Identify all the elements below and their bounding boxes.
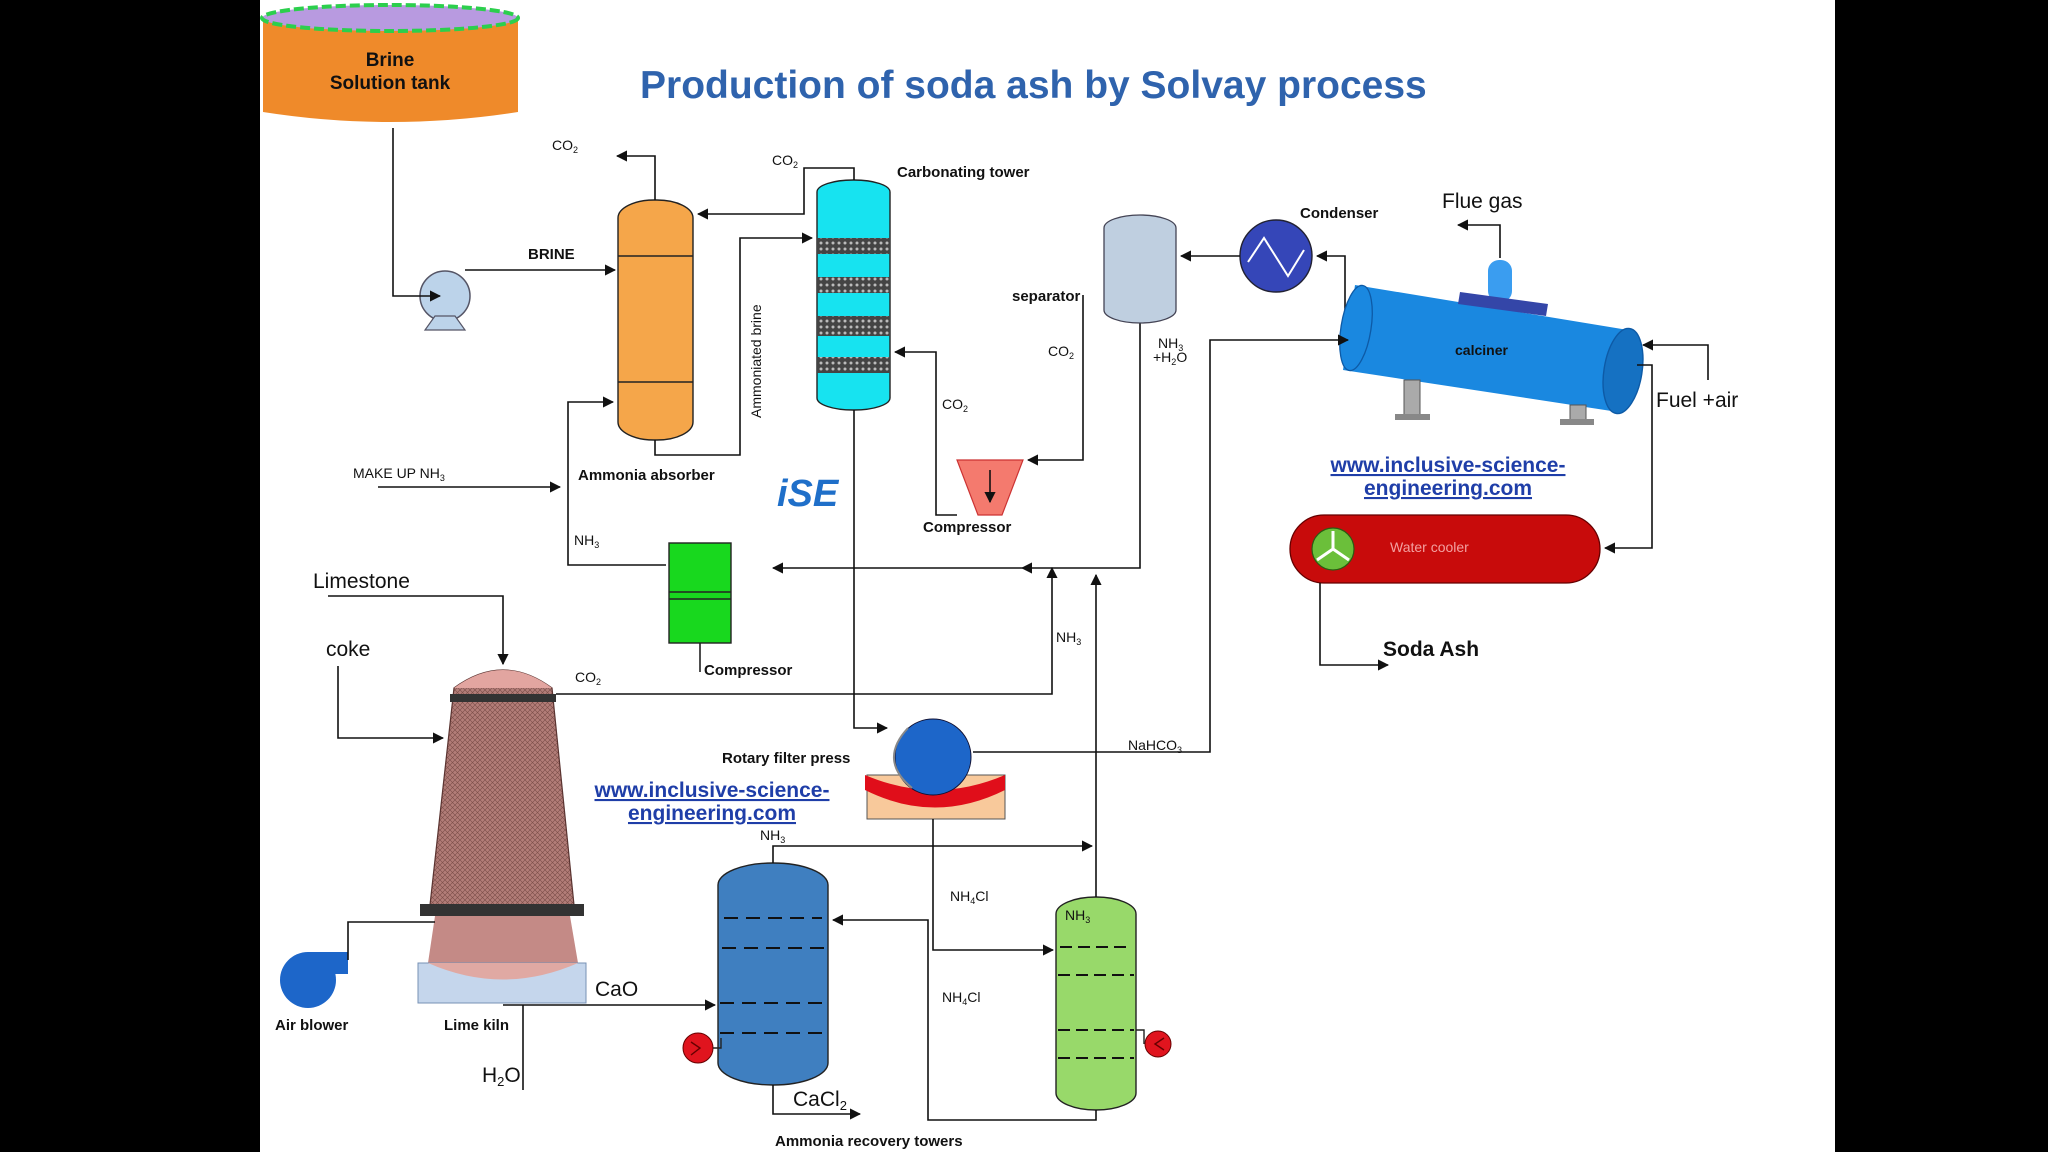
flow-flue-gas — [1456, 219, 1501, 258]
flow-left-tower-nh3 — [772, 840, 1094, 863]
calciner — [1339, 260, 1644, 425]
condenser-label: Condenser — [1300, 205, 1379, 222]
website-link-middle-line1: www.inclusive-science- — [594, 779, 830, 802]
cacl2-label: CaCl2 — [793, 1088, 847, 1113]
flow-tank-to-pump — [392, 128, 442, 302]
h2o-label: H2O — [482, 1064, 521, 1089]
nh3-label-right-tower: NH3 — [1065, 907, 1090, 925]
flow-absorber-co2-vent — [615, 150, 656, 200]
website-link-right-line2: engineering.com — [1364, 477, 1532, 500]
flow-limestone — [328, 595, 509, 666]
website-link-middle-line2: engineering.com — [628, 802, 796, 825]
compressor-green-label: Compressor — [704, 662, 793, 679]
co2-label-kiln: CO2 — [575, 669, 601, 687]
nh3-label-left-tower: NH3 — [760, 827, 785, 845]
flow-kiln-co2 — [556, 566, 1058, 695]
flow-nh4cl-to-right-tower — [932, 819, 1055, 956]
compressor-red — [956, 459, 1024, 516]
rotary-filter-press — [865, 718, 1006, 820]
nahco3-label: NaHCO3 — [1128, 737, 1182, 755]
nh3-label-riser: NH3 — [1056, 629, 1081, 647]
ammonia-recovery-tower-right — [1055, 896, 1172, 1111]
brine-solution-tank: Brine Solution tank — [260, 3, 520, 122]
nh3-h2o-label-line1: NH3 — [1158, 335, 1183, 353]
brine-stream-label: BRINE — [528, 246, 575, 263]
flow-nh3-return-line — [1020, 215, 1141, 574]
carbonating-tower-label: Carbonating tower — [897, 164, 1030, 181]
calciner-label: calciner — [1455, 342, 1508, 358]
cao-label: CaO — [595, 978, 638, 1001]
rotary-filter-press-label: Rotary filter press — [722, 750, 850, 767]
compressor-green — [668, 542, 732, 672]
nh4cl-label-upper: NH4Cl — [950, 888, 988, 906]
ammonia-recovery-towers-label: Ammonia recovery towers — [775, 1133, 963, 1150]
brine-pump — [419, 270, 471, 331]
ammonia-recovery-tower-left — [682, 862, 829, 1086]
flow-compressor-co2-to-carbonator — [893, 346, 957, 516]
water-cooler-label: Water cooler — [1390, 539, 1469, 555]
flow-carbonator-to-absorber — [696, 167, 855, 220]
brine-tank-label-line1: Brine — [366, 50, 415, 71]
air-blower — [280, 921, 435, 1008]
flow-coke — [337, 666, 445, 744]
condenser — [1239, 219, 1313, 293]
nh3-h2o-label-line2: +H2O — [1153, 349, 1187, 367]
flow-carbonator-to-filter-press — [853, 410, 889, 734]
water-cooler — [1289, 514, 1601, 584]
ise-logo: iSE — [777, 473, 840, 515]
brine-tank-label-line2: Solution tank — [330, 73, 451, 94]
lime-kiln — [417, 669, 587, 1004]
limestone-label: Limestone — [313, 570, 410, 593]
air-blower-label: Air blower — [275, 1017, 349, 1034]
carbonating-tower — [816, 179, 891, 411]
flow-ammoniated-brine — [654, 232, 814, 456]
flow-separator-co2-to-compressor — [1026, 295, 1084, 466]
flow-nahco3-to-calciner — [973, 334, 1350, 753]
flow-air-blower-to-kiln — [347, 921, 435, 960]
separator-label: separator — [1012, 288, 1081, 305]
ammonia-absorber-label: Ammonia absorber — [578, 467, 715, 484]
process-flow-diagram: Production of soda ash by Solvay process… — [260, 3, 1738, 1150]
lime-kiln-label: Lime kiln — [444, 1017, 509, 1034]
flow-fuel-air — [1641, 339, 1709, 380]
flow-nh4cl-to-left-tower — [831, 914, 1097, 1121]
page-title: Production of soda ash by Solvay process — [640, 64, 1427, 107]
nh4cl-label-lower: NH4Cl — [942, 989, 980, 1007]
website-link-right-line1: www.inclusive-science- — [1330, 454, 1566, 477]
slide: Production of soda ash by Solvay process… — [260, 0, 1835, 1152]
compressor-red-label: Compressor — [923, 519, 1012, 536]
ammonia-absorber — [617, 199, 694, 441]
flue-gas-label: Flue gas — [1442, 190, 1523, 213]
separator — [1103, 214, 1177, 324]
co2-label-compressor: CO2 — [942, 396, 968, 414]
co2-label-separator: CO2 — [1048, 343, 1074, 361]
flow-soda-ash-out — [1319, 583, 1390, 671]
fuel-air-label: Fuel +air — [1656, 389, 1738, 412]
nh3-label-absorber: NH3 — [574, 532, 599, 550]
flow-cacl2-out — [772, 1085, 862, 1120]
coke-label: coke — [326, 638, 370, 661]
make-up-nh3-label: MAKE UP NH3 — [353, 465, 445, 483]
co2-label-carbonator-top: CO2 — [772, 152, 798, 170]
flow-calciner-to-water-cooler — [1603, 364, 1653, 554]
soda-ash-label: Soda Ash — [1383, 638, 1479, 661]
co2-label-absorber: CO2 — [552, 137, 578, 155]
flow-nh3-loop-to-absorber — [567, 396, 666, 566]
ammoniated-brine-label: Ammoniated brine — [748, 304, 764, 418]
